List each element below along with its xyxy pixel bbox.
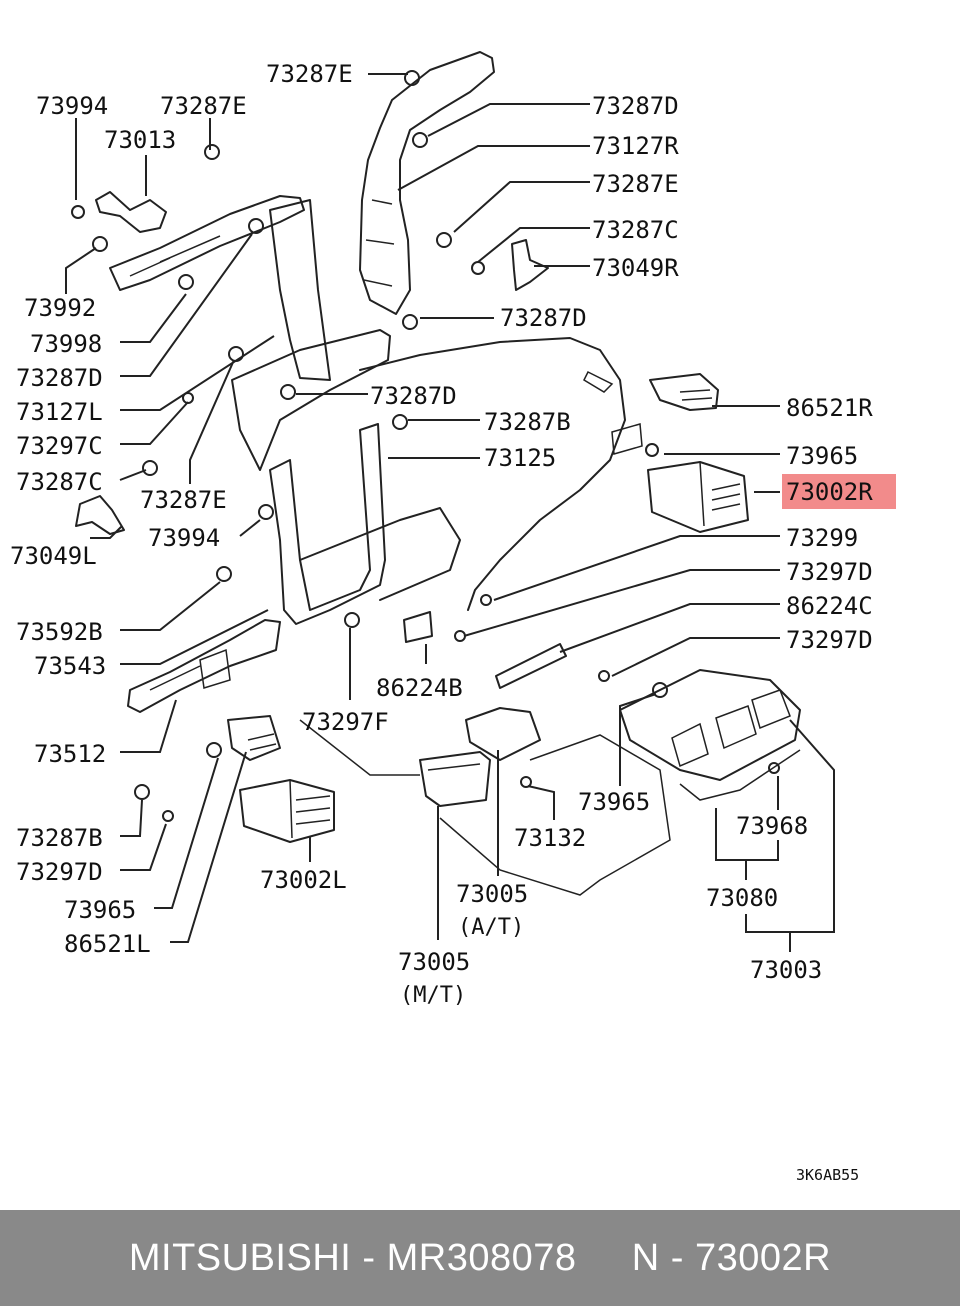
part-label-73297C[interactable]: 73297C [16,432,103,460]
part-label-73049R[interactable]: 73049R [592,254,679,282]
part-label-73297D-right-1[interactable]: 73297D [786,558,873,586]
part-label-73965-center[interactable]: 73965 [578,788,650,816]
part-label-73287D-left[interactable]: 73287D [16,364,103,392]
part-label-73005-at[interactable]: 73005 [456,880,528,908]
part-label-73998[interactable]: 73998 [30,330,102,358]
drawing-code: 3K6AB55 [796,1166,859,1184]
part-labels: 73287E 73994 73287E 73013 73287D 73127R … [10,60,873,1184]
part-label-73287E-right[interactable]: 73287E [592,170,679,198]
part-label-73003[interactable]: 73003 [750,956,822,984]
part-label-73287B-left[interactable]: 73287B [16,824,103,852]
part-label-86224B[interactable]: 86224B [376,674,463,702]
part-label-73127L[interactable]: 73127L [16,398,103,426]
part-label-73299[interactable]: 73299 [786,524,858,552]
part-label-73592B[interactable]: 73592B [16,618,103,646]
part-label-86224C[interactable]: 86224C [786,592,873,620]
part-label-73049L[interactable]: 73049L [10,542,97,570]
part-label-73994-top[interactable]: 73994 [36,92,108,120]
part-label-73965-right[interactable]: 73965 [786,442,858,470]
part-label-73287B-center[interactable]: 73287B [484,408,571,436]
part-label-73287D-center[interactable]: 73287D [370,382,457,410]
part-label-73132[interactable]: 73132 [514,824,586,852]
parts-diagram: 73287E 73994 73287E 73013 73287D 73127R … [10,51,896,1184]
leader-lines [65,73,835,952]
part-label-73543[interactable]: 73543 [34,652,106,680]
part-label-73965-left[interactable]: 73965 [64,896,136,924]
part-label-73127R[interactable]: 73127R [592,132,679,160]
part-label-73994-lower[interactable]: 73994 [148,524,220,552]
parts-drawing [71,51,801,896]
part-label-73287E-left[interactable]: 73287E [160,92,247,120]
part-label-73287C-right[interactable]: 73287C [592,216,679,244]
part-label-73005-mt[interactable]: 73005 [398,948,470,976]
part-label-73125[interactable]: 73125 [484,444,556,472]
part-label-73297F[interactable]: 73297F [302,708,389,736]
part-label-73002R[interactable]: 73002R [786,478,873,506]
highlight-box [782,474,896,509]
part-label-73287D-right-1[interactable]: 73287D [592,92,679,120]
part-label-73287D-right-2[interactable]: 73287D [500,304,587,332]
part-label-86521R[interactable]: 86521R [786,394,873,422]
part-label-73992[interactable]: 73992 [24,294,96,322]
part-label-73297D-left[interactable]: 73297D [16,858,103,886]
part-label-73287C-left[interactable]: 73287C [16,468,103,496]
transmission-note-at: (A/T) [458,915,524,940]
part-label-73512[interactable]: 73512 [34,740,106,768]
part-label-73968[interactable]: 73968 [736,812,808,840]
part-label-73297D-right-2[interactable]: 73297D [786,626,873,654]
part-label-73013[interactable]: 73013 [104,126,176,154]
part-label-73287E-lower[interactable]: 73287E [140,486,227,514]
transmission-note-mt: (M/T) [400,983,466,1008]
part-label-73002L[interactable]: 73002L [260,866,347,894]
footer-part-info: MITSUBISHI - MR308078 N - 73002R [128,1236,832,1279]
part-label-73080[interactable]: 73080 [706,884,778,912]
part-label-73287E-top[interactable]: 73287E [266,60,353,88]
part-label-86521L[interactable]: 86521L [64,930,151,958]
footer-bar: MITSUBISHI - MR308078 N - 73002R [0,1210,960,1306]
